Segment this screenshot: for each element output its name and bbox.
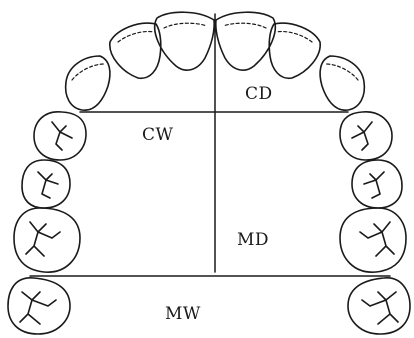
tooth-left-lateral-incisor <box>109 22 162 80</box>
measurement-lines <box>29 13 391 277</box>
tooth-right-lateral-incisor <box>268 22 321 80</box>
right-posterior-teeth <box>339 111 411 335</box>
tooth-left-second-molar <box>7 277 71 335</box>
tooth-right-second-molar <box>347 277 411 335</box>
tooth-right-first-premolar <box>339 111 393 161</box>
anterior-teeth <box>64 11 366 111</box>
molar-depth-label: MD <box>237 230 270 250</box>
tooth-left-second-premolar <box>21 159 71 209</box>
tooth-right-central-incisor <box>215 11 277 71</box>
tooth-left-first-premolar <box>33 111 87 161</box>
tooth-left-central-incisor <box>153 11 215 71</box>
tooth-left-canine <box>64 55 111 111</box>
canine-depth-label: CD <box>245 84 273 104</box>
left-posterior-teeth <box>7 111 87 335</box>
molar-width-label: MW <box>165 304 201 324</box>
tooth-right-second-premolar <box>351 159 403 209</box>
canine-width-label: CW <box>142 125 174 145</box>
tooth-left-first-molar <box>13 207 81 273</box>
tooth-right-canine <box>319 55 366 111</box>
tooth-right-first-molar <box>339 207 407 273</box>
